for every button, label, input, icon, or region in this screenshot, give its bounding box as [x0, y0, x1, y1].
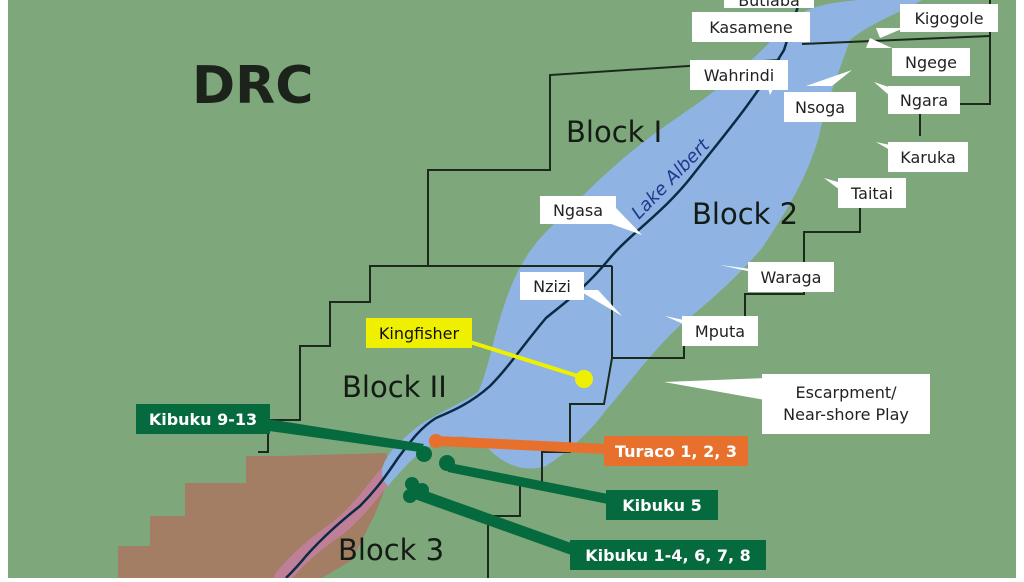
label-ngege: Ngege [905, 53, 957, 72]
block-label-block-1: Block I [566, 115, 662, 149]
label-kibuku-5: Kibuku 5 [622, 496, 701, 515]
turaco-tag [604, 436, 748, 466]
label-ngara: Ngara [900, 91, 948, 110]
label-taitai: Taitai [850, 184, 893, 203]
label-kibuku-9-13: Kibuku 9-13 [149, 410, 257, 429]
block-label-block-2: Block 2 [692, 197, 798, 231]
kibuku-1-8-well-c [403, 489, 417, 503]
label-karuka: Karuka [900, 148, 956, 167]
label-kasamene: Kasamene [709, 18, 793, 37]
kingfisher-tag [366, 318, 472, 348]
label-waraga: Waraga [761, 268, 822, 287]
label-escarpment-line2: Near-shore Play [783, 405, 909, 424]
block-label-block-ii: Block II [342, 370, 447, 404]
turaco-leader [436, 436, 606, 454]
kibuku-5-well [439, 455, 455, 471]
region-label: DRC [192, 56, 313, 116]
label-wahrindi: Wahrindi [704, 66, 775, 85]
kibuku-well-markers [403, 446, 455, 503]
label-turaco: Turaco 1, 2, 3 [615, 442, 737, 461]
label-nsoga: Nsoga [795, 98, 845, 117]
turaco-well-marker [429, 434, 443, 448]
international-border [285, 0, 802, 579]
label-mputa: Mputa [695, 322, 745, 341]
label-escarpment-line1: Escarpment/ [795, 383, 897, 402]
label-box-top [724, 0, 814, 8]
label-kingfisher: Kingfisher [379, 324, 460, 343]
block-boundaries [258, 0, 991, 578]
label-kigogole: Kigogole [914, 9, 983, 28]
kingfisher-well-marker [575, 370, 593, 388]
block-label-block-3: Block 3 [338, 533, 444, 567]
kibuku-1-8-tag [570, 540, 766, 570]
kingfisher-leader [469, 340, 585, 380]
kibuku-5-tag [606, 490, 718, 520]
place-labels: Kasamene Kigogole Wahrindi Ngege Nsoga N… [520, 4, 998, 434]
label-kibuku-1-8: Kibuku 1-4, 6, 7, 8 [585, 546, 751, 565]
label-nzizi: Nzizi [533, 277, 571, 296]
kibuku-9-13-well [416, 446, 432, 462]
label-top-cut: Butiaba [738, 0, 800, 10]
kibuku-9-13-tag [136, 404, 270, 434]
kibuku-leaders [262, 418, 608, 556]
label-ngasa: Ngasa [553, 201, 603, 220]
kibuku-1-8-well-b [415, 483, 429, 497]
